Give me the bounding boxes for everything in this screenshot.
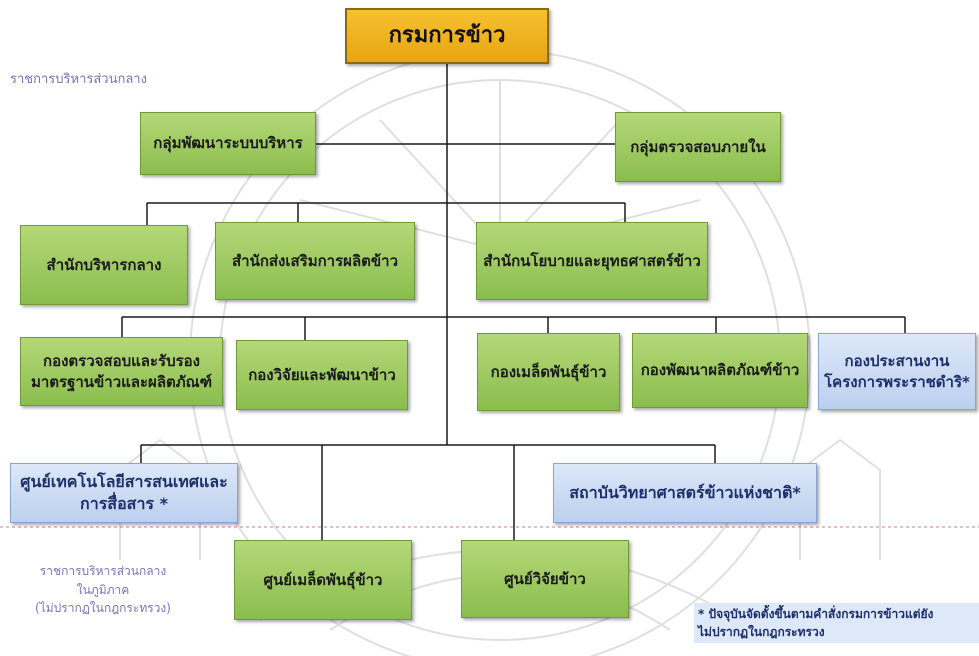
node-central-admin-office: สำนักบริหารกลาง [20, 225, 188, 305]
node-rice-science-institute: สถาบันวิทยาศาสตร์ข้าวแห่งชาติ* [553, 463, 817, 523]
footnote-line2: ไม่ปรากฏในกฎกระทรวง [698, 625, 825, 639]
node-rice-department: กรมการข้าว [345, 8, 549, 64]
royal-projects-line1: กองประสานงาน [844, 352, 950, 371]
regional-admin-label: ราชการบริหารส่วนกลาง ในภูมิภาค (ไม่ปรากฏ… [8, 562, 198, 618]
node-royal-projects-division: กองประสานงาน โครงการพระราชดำริ* [818, 333, 976, 410]
regional-label-line1: ราชการบริหารส่วนกลาง [39, 564, 167, 578]
central-admin-label: ราชการบริหารส่วนกลาง [10, 72, 147, 87]
ict-center-line2: การสื่อสาร * [80, 494, 168, 513]
node-rice-promotion-office: สำนักส่งเสริมการผลิตข้าว [215, 222, 415, 300]
node-ict-center: ศูนย์เทคโนโลยีสารสนเทศและ การสื่อสาร * [10, 463, 238, 523]
node-admin-dev-group: กลุ่มพัฒนาระบบบริหาร [140, 112, 316, 175]
regional-label-line3: (ไม่ปรากฏในกฎกระทรวง) [35, 601, 171, 616]
ict-center-line1: ศูนย์เทคโนโลยีสารสนเทศและ [20, 472, 228, 492]
standards-line2: มาตรฐานข้าวและผลิตภัณฑ์ [30, 372, 213, 391]
standards-line1: กองตรวจสอบและรับรอง [43, 352, 200, 371]
node-seed-center: ศูนย์เมล็ดพันธุ์ข้าว [234, 540, 412, 620]
node-policy-strategy-office: สำนักนโยบายและยุทธศาสตร์ข้าว [476, 222, 708, 300]
node-research-division: กองวิจัยและพัฒนาข้าว [236, 340, 408, 410]
node-seed-division: กองเมล็ดพันธุ์ข้าว [477, 333, 620, 411]
node-product-dev-division: กองพัฒนาผลิตภัณฑ์ข้าว [632, 333, 808, 408]
node-research-center: ศูนย์วิจัยข้าว [461, 540, 629, 618]
node-standards-division: กองตรวจสอบและรับรอง มาตรฐานข้าวและผลิตภั… [20, 337, 223, 406]
regional-label-line2: ในภูมิภาค [76, 582, 130, 597]
royal-projects-line2: โครงการพระราชดำริ* [824, 372, 970, 391]
node-internal-audit-group: กลุ่มตรวจสอบภายใน [615, 112, 781, 182]
footnote: * ปัจจุบันจัดตั้งขึ้นตามคำสั่งกรมการข้าว… [694, 603, 979, 643]
footnote-line1: * ปัจจุบันจัดตั้งขึ้นตามคำสั่งกรมการข้าว… [698, 607, 934, 621]
